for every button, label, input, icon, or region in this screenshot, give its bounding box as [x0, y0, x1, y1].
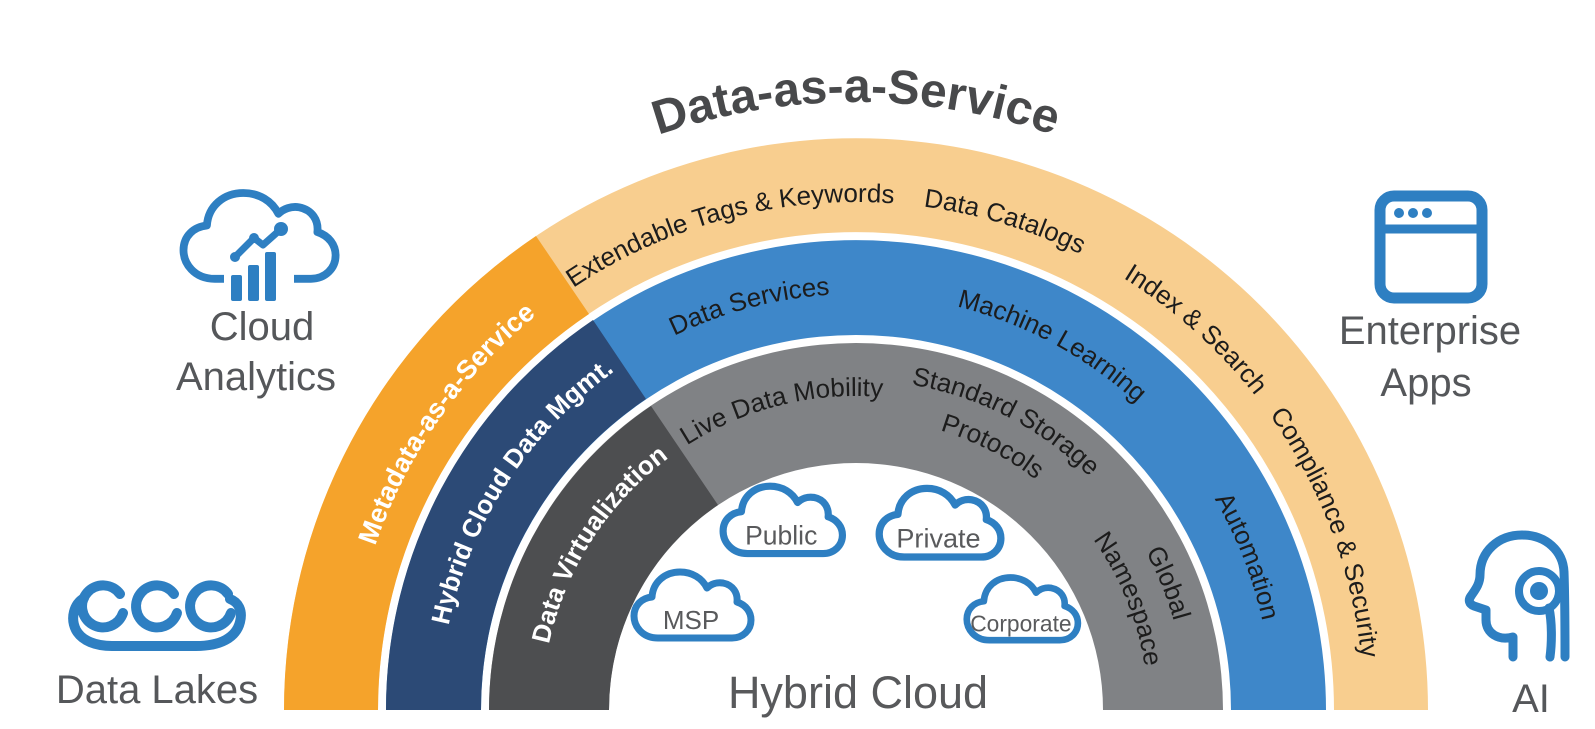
ai-head-icon — [1464, 530, 1570, 662]
data-lakes-icon — [68, 580, 246, 651]
segment-data-virtualization — [489, 406, 718, 710]
ai-label: AI — [1512, 677, 1550, 721]
cloud-corporate-label: Corporate — [970, 611, 1071, 637]
segment-hybrid-cloud-data-mgmt — [385, 320, 646, 710]
enterprise-apps-icon — [1374, 190, 1488, 304]
enterprise-apps-label-line1: Enterprise — [1339, 309, 1521, 353]
data-lakes-label: Data Lakes — [56, 668, 258, 712]
cloud-msp-label: MSP — [663, 605, 719, 635]
ring-inner-band — [489, 343, 1223, 710]
segment-metadata-as-a-service — [284, 236, 589, 710]
cloud-private: Private — [879, 488, 1001, 557]
ring-outer-band — [284, 138, 1428, 711]
cloud-analytics-label-line1: Cloud — [210, 305, 315, 349]
cloud-analytics-icon — [184, 193, 336, 301]
ring-middle-band — [386, 240, 1326, 710]
cloud-msp: MSP — [634, 572, 751, 638]
cloud-public-label: Public — [745, 520, 817, 550]
cloud-private-label: Private — [896, 524, 980, 554]
hybrid-cloud-label: Hybrid Cloud — [728, 667, 988, 718]
enterprise-apps-label-line2: Apps — [1380, 361, 1471, 405]
cloud-public: Public — [723, 486, 842, 553]
diagram-title: Data-as-a-Service — [646, 60, 1067, 145]
cloud-corporate: Corporate — [967, 578, 1078, 641]
cloud-analytics-label-line2: Analytics — [176, 355, 336, 399]
